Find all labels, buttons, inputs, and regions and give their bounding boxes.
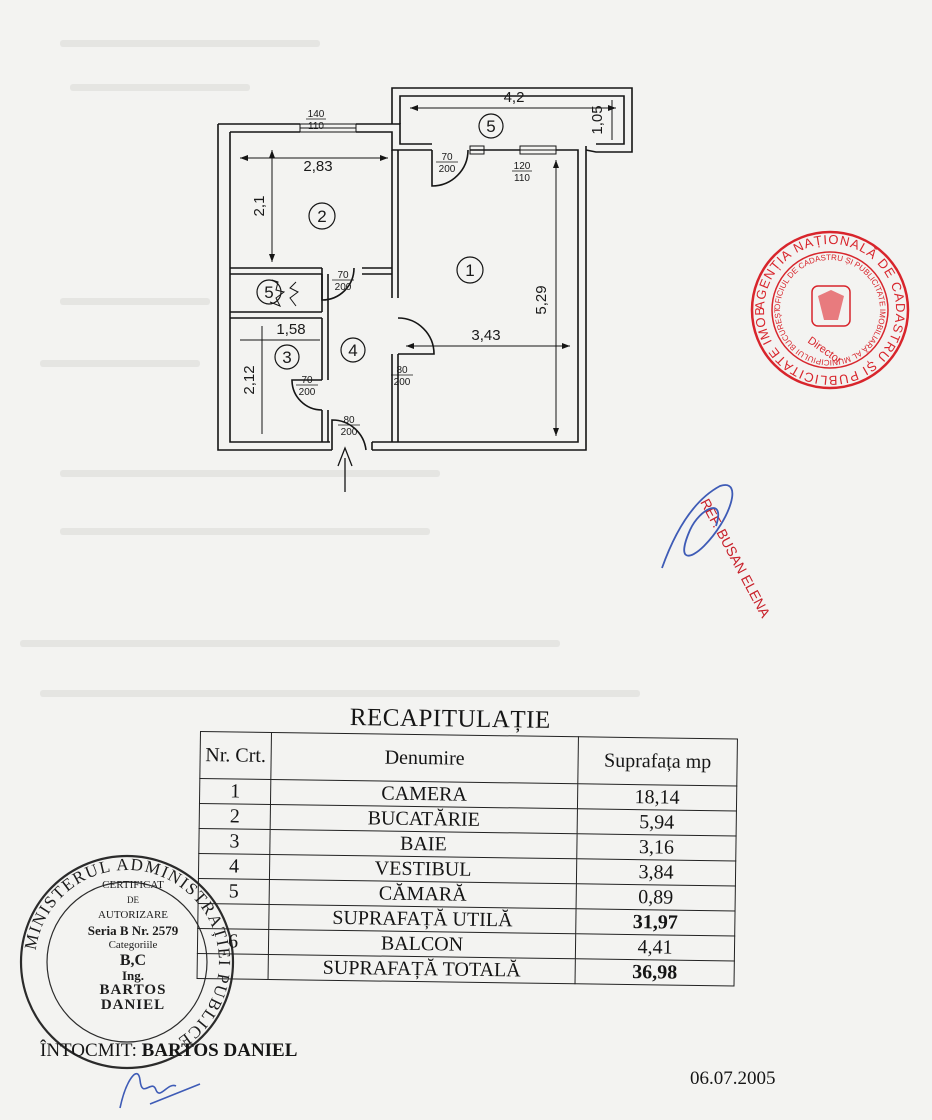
door-dim: 80 bbox=[396, 365, 408, 376]
cert-line: Ing. bbox=[121, 968, 145, 983]
author-signature bbox=[119, 1073, 201, 1109]
cell-area: 4,41 bbox=[575, 933, 735, 961]
window-dim: 120 bbox=[514, 161, 531, 172]
coat-of-arms-icon bbox=[811, 285, 851, 327]
outer-wall bbox=[229, 132, 330, 443]
cert-line: B,C bbox=[119, 952, 147, 969]
cert-line: BARTOS bbox=[99, 982, 167, 998]
entry-door bbox=[331, 419, 367, 451]
room-number: 5 bbox=[264, 283, 273, 302]
dim-label: 1,05 bbox=[589, 105, 606, 134]
door-dim: 70 bbox=[441, 152, 453, 163]
blue-signature bbox=[661, 484, 734, 569]
cert-line: Seria B Nr. 2579 bbox=[87, 923, 179, 938]
kitchen-door bbox=[321, 267, 355, 301]
cell-nr bbox=[197, 903, 270, 930]
bleed-line bbox=[40, 360, 200, 367]
svg-text:AGENȚIA NAȚIONALĂ DE CADASTRU: AGENȚIA NAȚIONALĂ DE CADASTRU ȘI PUBLICI… bbox=[0, 0, 908, 388]
cell-area: 5,94 bbox=[577, 808, 737, 836]
outer-wall bbox=[356, 123, 432, 145]
header-nr: Nr. Crt. bbox=[199, 731, 272, 780]
cell-nr bbox=[197, 953, 269, 980]
bleed-line bbox=[60, 298, 210, 305]
outer-wall bbox=[372, 149, 579, 443]
door-dim: 200 bbox=[341, 427, 358, 438]
window-dim: 110 bbox=[308, 121, 324, 132]
dim-label: 3,43 bbox=[471, 327, 500, 344]
cell-nr: 3 bbox=[198, 828, 271, 855]
room-number: 5 bbox=[486, 117, 495, 136]
outer-wall bbox=[217, 124, 332, 451]
cell-nr: 1 bbox=[199, 778, 271, 805]
cadastre-stamp: AGENȚIA NAȚIONALĂ DE CADASTRU ȘI PUBLICI… bbox=[0, 0, 910, 390]
cell-area: 0,89 bbox=[576, 883, 736, 911]
author-label: ÎNTOCMIT: bbox=[40, 1040, 137, 1061]
bleed-line bbox=[60, 528, 430, 535]
room-number: 1 bbox=[465, 261, 474, 280]
window-dim: 140 bbox=[308, 109, 325, 120]
door-dim: 200 bbox=[299, 387, 316, 398]
outer-wall bbox=[356, 131, 432, 151]
cert-line: Categoriile bbox=[108, 939, 158, 951]
door-dim: 200 bbox=[335, 282, 352, 293]
cell-area: 31,97 bbox=[575, 908, 736, 936]
bleed-line bbox=[60, 40, 320, 47]
door-dim: 200 bbox=[394, 377, 411, 388]
bleed-line bbox=[20, 640, 560, 647]
cert-line: AUTORIZARE bbox=[97, 909, 169, 921]
room-door bbox=[397, 317, 435, 355]
dim-label: 5,29 bbox=[533, 285, 550, 314]
cert-line: DANIEL bbox=[100, 997, 166, 1013]
room-number: 2 bbox=[317, 207, 326, 226]
balcony-outline bbox=[391, 87, 633, 153]
bleed-line bbox=[60, 470, 440, 477]
outer-wall bbox=[372, 146, 587, 451]
bleed-line bbox=[70, 84, 250, 91]
cell-area: 36,98 bbox=[575, 958, 735, 986]
cell-nr: 5 bbox=[198, 878, 270, 905]
cell-area: 3,84 bbox=[576, 858, 736, 886]
table-header-row: Nr. Crt. Denumire Suprafața mp bbox=[199, 731, 738, 787]
door-dim: 70 bbox=[337, 270, 349, 281]
cell-nr: 2 bbox=[199, 803, 271, 830]
dim-label: 2,83 bbox=[303, 158, 332, 175]
cell-area: 3,16 bbox=[576, 833, 737, 861]
cell-nr: 6 bbox=[197, 928, 269, 955]
document-date: 06.07.2005 bbox=[690, 1068, 776, 1089]
dim-label: 4,2 bbox=[504, 89, 525, 106]
dim-label: 1,58 bbox=[276, 321, 305, 338]
door-dim: 80 bbox=[343, 415, 355, 426]
bleed-line bbox=[40, 690, 640, 697]
bath-door bbox=[291, 379, 323, 411]
cert-line: CERTIFICAT bbox=[102, 879, 164, 891]
balcony-door bbox=[431, 149, 469, 187]
dim-label: 2,12 bbox=[241, 365, 258, 394]
cert-line: DE bbox=[127, 895, 139, 905]
cell-area: 18,14 bbox=[577, 783, 737, 811]
room-number: 4 bbox=[348, 341, 357, 360]
cert-stamp-text: CERTIFICAT DE AUTORIZARE Seria B Nr. 257… bbox=[70, 878, 196, 1013]
cell-nr: 4 bbox=[198, 853, 270, 880]
door-dim: 70 bbox=[301, 375, 313, 386]
dim-label: 2,1 bbox=[251, 196, 268, 217]
author-name: BARTOS DANIEL bbox=[141, 1040, 298, 1061]
door-dim: 200 bbox=[439, 164, 456, 175]
header-name: Denumire bbox=[270, 732, 579, 784]
author-line: ÎNTOCMIT: BARTOS DANIEL bbox=[40, 1040, 297, 1062]
ref-stamp: REF. BUSAN ELENA bbox=[697, 496, 774, 621]
window-dim: 110 bbox=[514, 173, 530, 184]
cell-name: SUPRAFAȚĂ TOTALĂ bbox=[268, 954, 576, 984]
stamp-ring-text: AGENȚIA NAȚIONALĂ DE CADASTRU ȘI PUBLICI… bbox=[0, 0, 907, 388]
recap-title: RECAPITULAȚIE bbox=[349, 704, 551, 734]
room-number: 3 bbox=[282, 348, 291, 367]
header-area: Suprafața mp bbox=[577, 736, 738, 787]
